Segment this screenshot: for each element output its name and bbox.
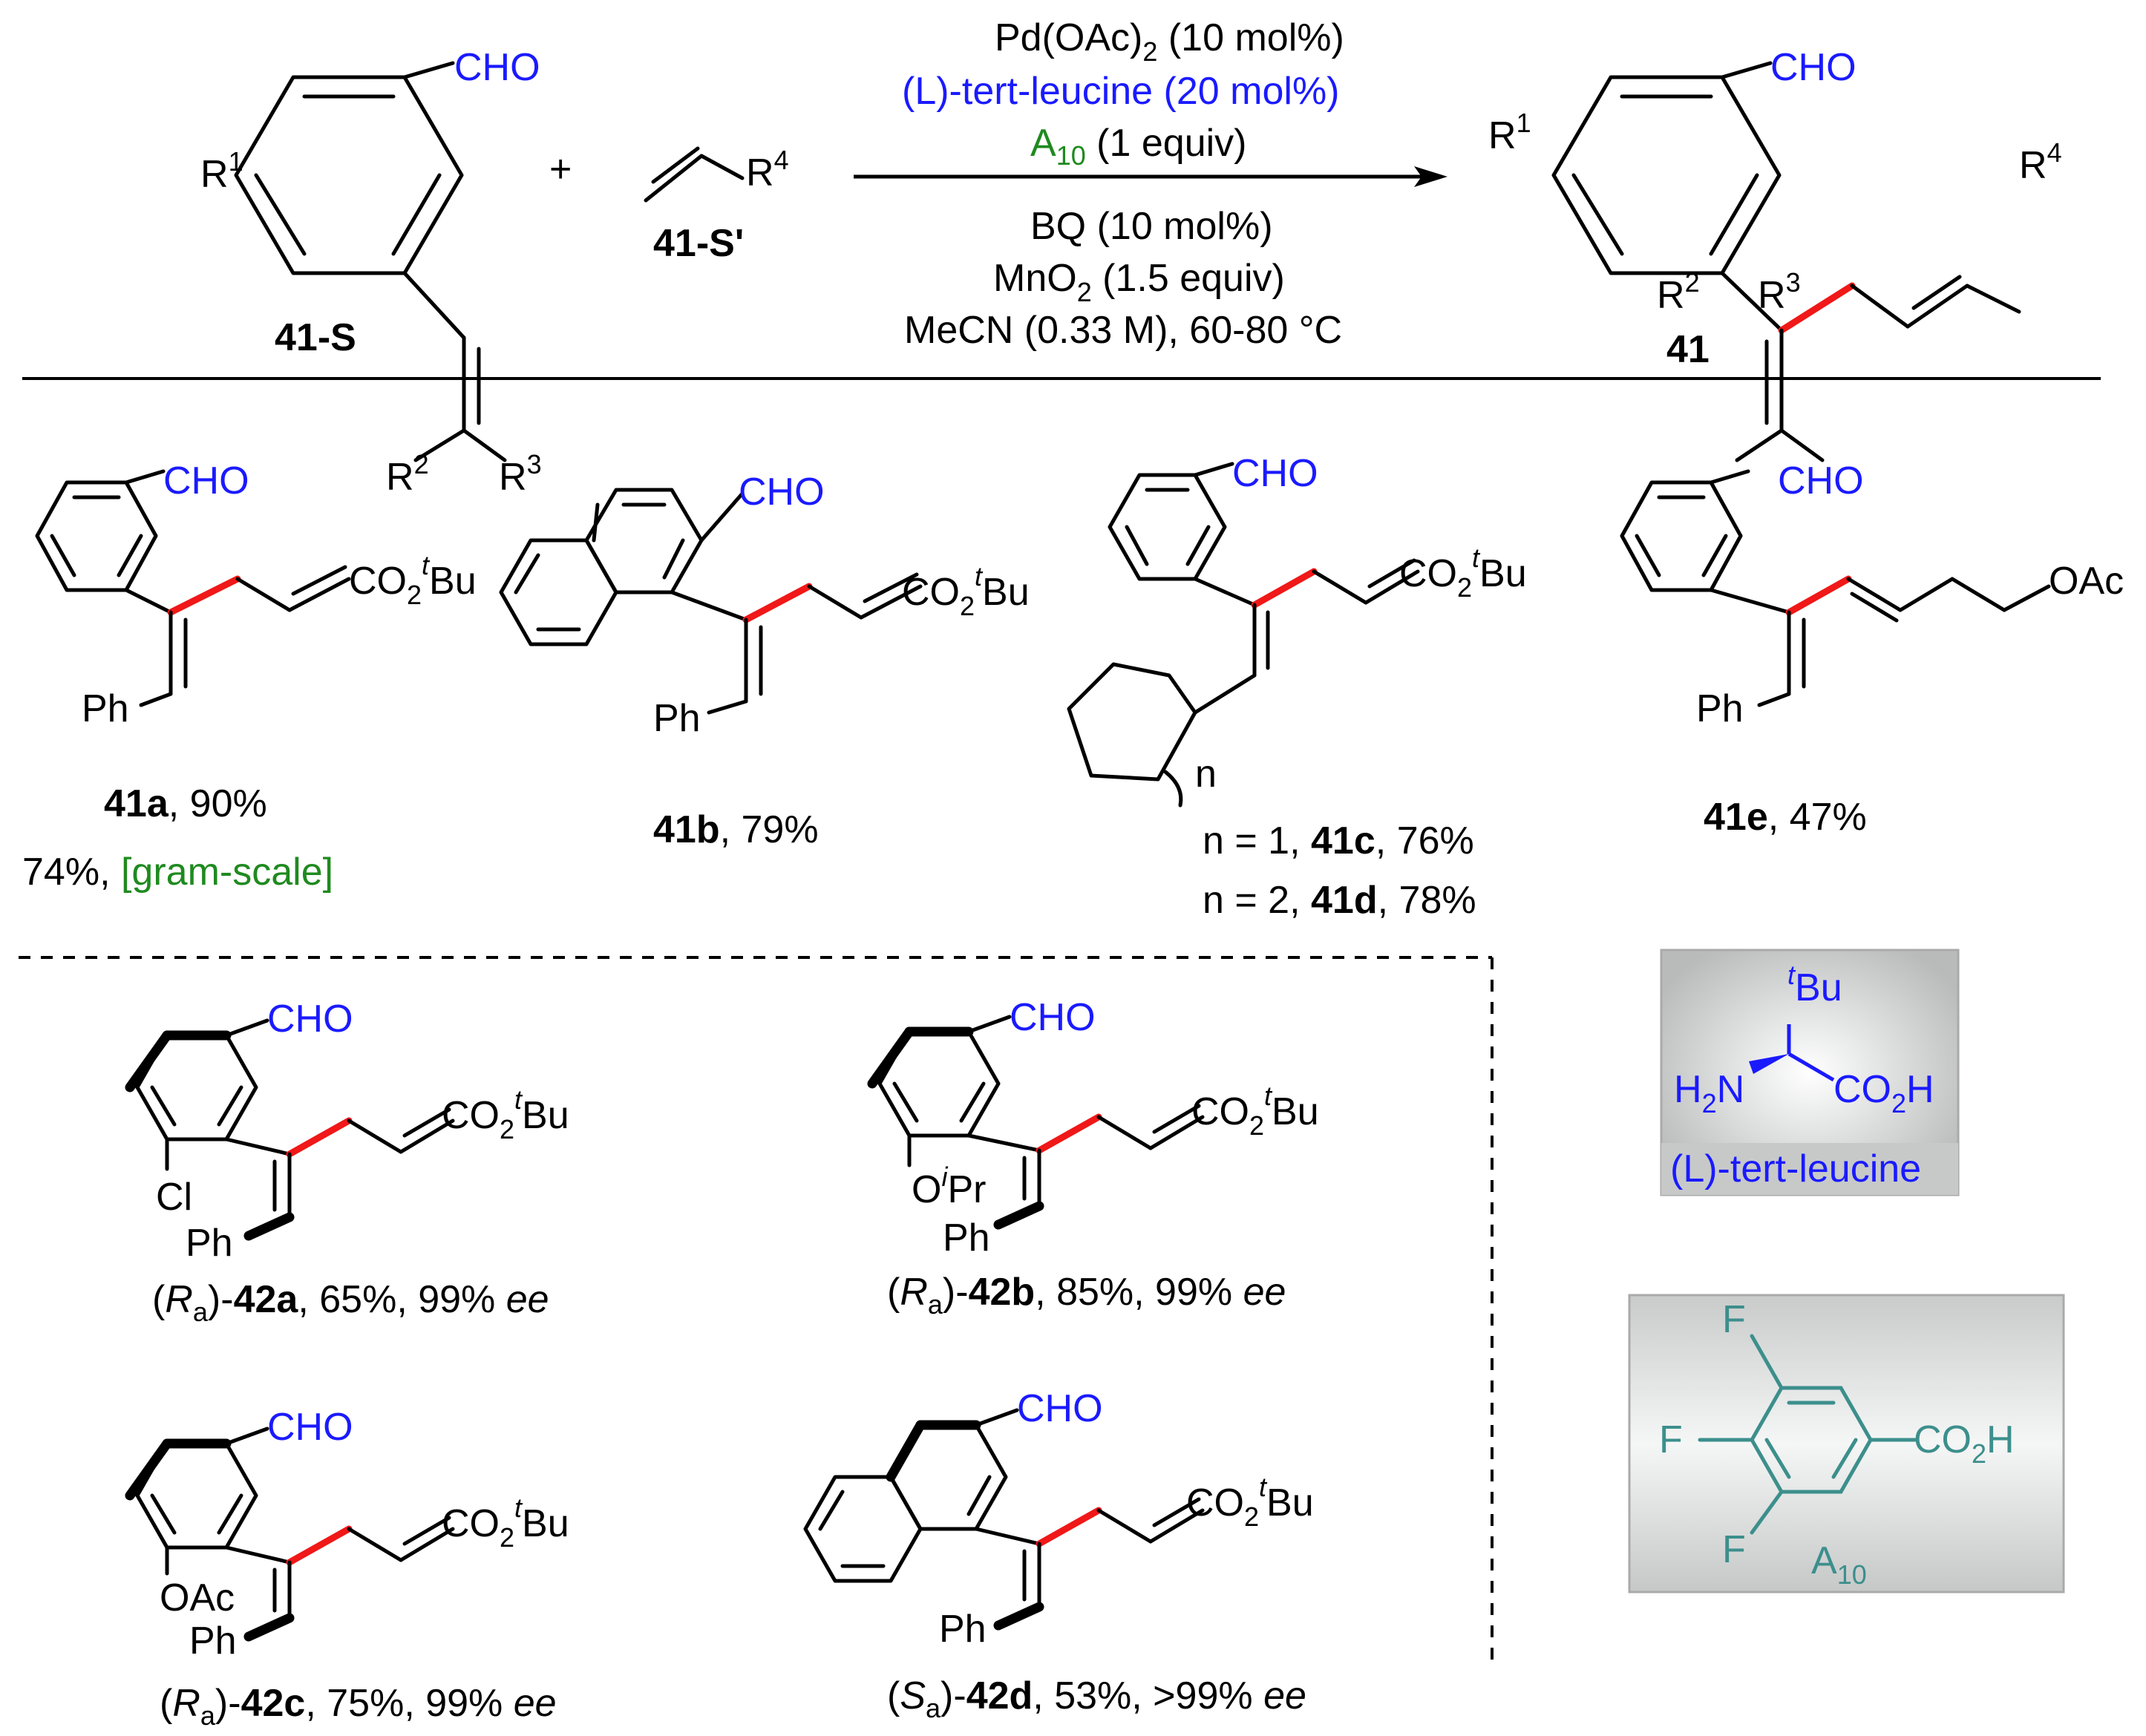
svg-text:R3: R3	[1758, 267, 1801, 317]
olefin-label: 41-S'	[653, 222, 744, 265]
label-41b: 41b, 79%	[653, 808, 819, 851]
condition-additive: A10 (1 equiv)	[1030, 122, 1247, 171]
product-41: CHO R1 R4 R2 R3 41	[1488, 46, 2062, 462]
svg-text:CHO: CHO	[1232, 452, 1318, 495]
svg-text:R1: R1	[200, 146, 243, 196]
svg-text:Ph: Ph	[943, 1216, 990, 1260]
svg-text:CO2tBu: CO2tBu	[442, 1084, 569, 1144]
r1-label: R	[200, 153, 229, 196]
svg-text:CO2tBu: CO2tBu	[902, 561, 1030, 621]
olefin-41-s-prime: R4 41-S'	[644, 145, 789, 265]
svg-text:F: F	[1659, 1418, 1683, 1461]
svg-text:Ph: Ph	[82, 687, 129, 730]
label-41d: n = 2, 41d, 78%	[1203, 879, 1476, 922]
ligand-box-l-tert-leucine: tBu H2N CO2H (L)-tert-leucine	[1660, 949, 1960, 1196]
substrate-41-s: CHO R1 R2 R3 41-S	[200, 46, 542, 499]
acid-box-a10: F F F CO2H A10	[1628, 1294, 2065, 1593]
svg-text:CHO: CHO	[267, 1406, 353, 1449]
svg-text:OiPr: OiPr	[912, 1162, 986, 1211]
compound-42a: CHO CO2tBu Cl Ph (Ra)-42a, 65%, 99% ee	[125, 998, 569, 1327]
r4-label: R	[746, 151, 774, 194]
svg-text:n: n	[1195, 753, 1217, 796]
ligand-name: (L)-tert-leucine	[1670, 1147, 1921, 1190]
compound-41c-41d: CHO CO2tBu n n = 1, 41c, 76% n = 2, 41d,…	[1067, 452, 1527, 922]
svg-text:F: F	[1722, 1528, 1746, 1571]
svg-text:CHO: CHO	[1778, 459, 1864, 502]
label-41a-gram: 74%, [gram-scale]	[22, 851, 333, 894]
substrate-label: 41-S	[275, 316, 356, 359]
compound-41b: CHO CO2tBu Ph 41b, 79%	[499, 471, 1030, 851]
svg-text:CO2tBu: CO2tBu	[442, 1493, 569, 1553]
compound-41a: CHO CO2tBu Ph 41a, 90% 74%, [gram-scale]	[22, 459, 477, 894]
svg-text:R2: R2	[386, 449, 429, 499]
reaction-arrow	[854, 166, 1447, 187]
svg-text:CHO: CHO	[1010, 996, 1096, 1039]
svg-text:CHO: CHO	[739, 471, 825, 514]
svg-text:CO2tBu: CO2tBu	[1191, 1081, 1319, 1141]
svg-text:R2: R2	[1657, 267, 1700, 317]
svg-text:tBu: tBu	[1787, 960, 1842, 1009]
label-42c: (Ra)-42c, 75%, 99% ee	[160, 1682, 557, 1731]
svg-text:Ph: Ph	[186, 1222, 233, 1265]
svg-text:CO2H: CO2H	[1833, 1068, 1934, 1118]
condition-oxidant-mno2: MnO2 (1.5 equiv)	[993, 257, 1285, 307]
svg-text:Ph: Ph	[939, 1608, 987, 1651]
svg-text:R4: R4	[746, 145, 789, 194]
svg-text:OAc: OAc	[2049, 560, 2124, 603]
svg-text:Ph: Ph	[1696, 687, 1744, 730]
svg-text:R3: R3	[499, 449, 542, 499]
svg-text:Cl: Cl	[156, 1176, 192, 1219]
condition-solvent: MeCN (0.33 M), 60-80 °C	[904, 309, 1342, 352]
svg-text:CO2H: CO2H	[1914, 1418, 2015, 1469]
label-41a: 41a, 90%	[104, 782, 267, 825]
condition-catalyst: Pd(OAc)2 (10 mol%)	[995, 16, 1344, 67]
svg-text:CO2tBu: CO2tBu	[1186, 1472, 1314, 1532]
svg-text:CO2tBu: CO2tBu	[1399, 543, 1527, 603]
compound-41e: CHO OAc Ph 41e, 47%	[1620, 459, 2124, 839]
label-41c: n = 1, 41c, 76%	[1203, 819, 1474, 862]
svg-text:R1: R1	[1488, 108, 1531, 157]
svg-text:CHO: CHO	[1770, 46, 1857, 89]
label-42b: (Ra)-42b, 85%, 99% ee	[887, 1271, 1286, 1320]
svg-text:Ph: Ph	[189, 1619, 237, 1663]
svg-text:F: F	[1722, 1298, 1746, 1341]
svg-text:R4: R4	[2019, 137, 2062, 187]
compound-42d: CHO CO2tBu Ph (Sa)-42d, 53%, >99% ee	[803, 1387, 1314, 1723]
compound-42b: CHO CO2tBu OiPr Ph (Ra)-42b, 85%, 99% ee	[867, 996, 1319, 1320]
condition-oxidant-bq: BQ (10 mol%)	[1030, 205, 1273, 248]
svg-text:CHO: CHO	[163, 459, 249, 502]
product-label: 41	[1666, 328, 1710, 371]
svg-text:CO2tBu: CO2tBu	[349, 550, 477, 610]
svg-text:CHO: CHO	[1017, 1387, 1103, 1430]
svg-text:OAc: OAc	[160, 1576, 235, 1619]
r3-label: R	[499, 456, 527, 499]
condition-ligand: (L)-tert-leucine (20 mol%)	[902, 70, 1340, 113]
r2-label: R	[386, 456, 414, 499]
svg-text:Ph: Ph	[653, 697, 701, 740]
cho-label: CHO	[454, 46, 540, 89]
label-42d: (Sa)-42d, 53%, >99% ee	[887, 1674, 1306, 1723]
svg-text:CHO: CHO	[267, 998, 353, 1041]
label-41e: 41e, 47%	[1704, 796, 1867, 839]
label-42a: (Ra)-42a, 65%, 99% ee	[152, 1278, 549, 1327]
compound-42c: CHO CO2tBu OAc Ph (Ra)-42c, 75%, 99% ee	[125, 1406, 569, 1731]
plus-sign: +	[549, 148, 572, 191]
